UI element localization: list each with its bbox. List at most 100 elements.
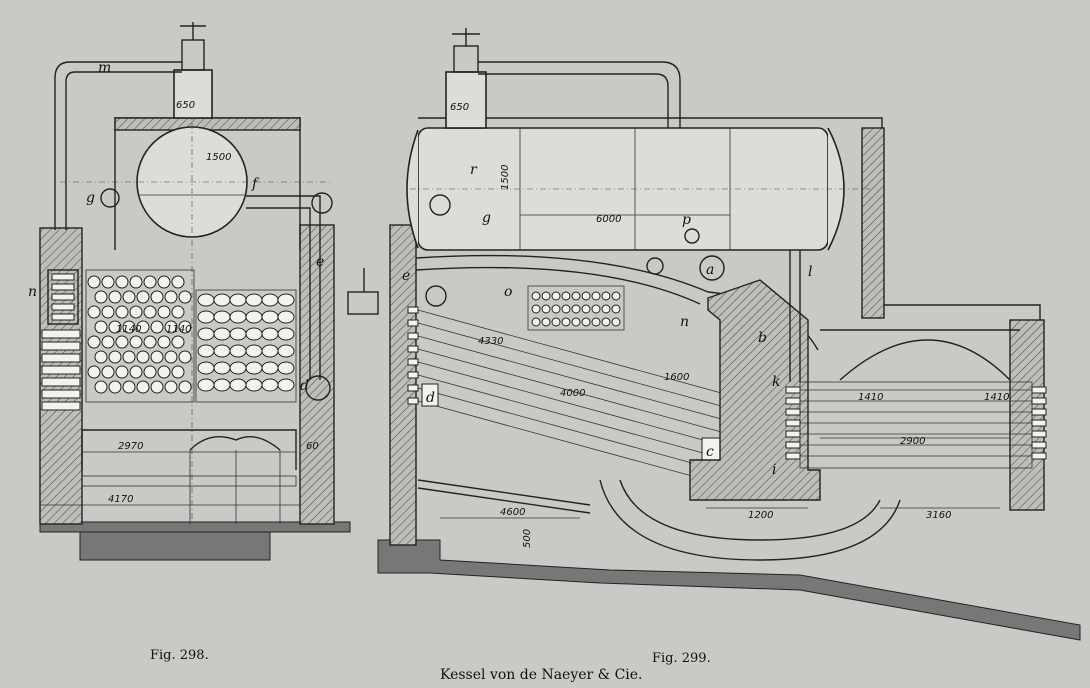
tube-section — [164, 320, 178, 334]
mud-drum-a — [699, 255, 725, 281]
sinuous-header-section — [213, 327, 231, 341]
rear-tube-cap-front — [785, 386, 801, 394]
label-e: e — [402, 268, 410, 284]
superheater-tube — [561, 304, 571, 314]
rear-tube-cap-front — [785, 452, 801, 460]
tube-section — [108, 380, 122, 394]
fig-298-end-view — [39, 22, 379, 561]
tube-end-caps — [51, 273, 75, 321]
label-n: n — [28, 284, 37, 300]
side-wall-plates — [41, 329, 81, 411]
dim-4170: 4170 — [108, 494, 133, 505]
superheater-tube — [541, 304, 551, 314]
pipe-elbow-f — [311, 192, 333, 214]
sinuous-header-section — [197, 293, 215, 307]
superheater-tubes — [531, 291, 621, 327]
tube-section — [136, 350, 150, 364]
superheater-tube — [561, 317, 571, 327]
tube-section — [101, 305, 115, 319]
sinuous-header-section — [229, 327, 247, 341]
fig-299-side-section — [377, 28, 1081, 641]
tube-section — [143, 275, 157, 289]
tube-section — [115, 305, 129, 319]
tube-section — [94, 350, 108, 364]
superheater-tube — [531, 291, 541, 301]
sinuous-header-section — [261, 293, 279, 307]
inclined-tube — [417, 400, 726, 486]
foundation — [79, 531, 271, 561]
tube-section — [115, 335, 129, 349]
superheater-tube — [581, 304, 591, 314]
superheater-tube — [551, 317, 561, 327]
header-n — [47, 269, 79, 325]
fig-299-labels: r g p e l a o n b d k c i 650 1500 6000 … — [402, 102, 1009, 548]
tube-section — [178, 320, 192, 334]
tube-section — [87, 275, 101, 289]
tube-section — [157, 335, 171, 349]
header-d-plate — [421, 383, 439, 407]
tube-section — [157, 365, 171, 379]
tube-cap-front — [407, 384, 419, 392]
tube-section — [164, 290, 178, 304]
inclined-tube — [417, 374, 726, 460]
sinuous-header-section — [229, 344, 247, 358]
side-plate — [41, 389, 81, 399]
tube-section — [129, 305, 143, 319]
left-brick-wall — [39, 227, 83, 525]
rear-tube-cap-front — [785, 441, 801, 449]
superheater-tube — [591, 317, 601, 327]
superheater-tube — [561, 291, 571, 301]
sinuous-header-section — [245, 293, 263, 307]
caption-fig-299: Fig. 299. — [652, 651, 711, 666]
connection-o — [646, 257, 664, 275]
tube-section — [136, 290, 150, 304]
sinuous-header-section — [197, 361, 215, 375]
sinuous-header-section — [245, 378, 263, 392]
rear-tube-bank — [785, 386, 1047, 460]
sinuous-header-section — [245, 344, 263, 358]
rear-tube-cap-front — [785, 430, 801, 438]
tube-cap-front — [407, 358, 419, 366]
sinuous-header-section — [197, 310, 215, 324]
superheater-tube — [591, 291, 601, 301]
tube-section — [94, 290, 108, 304]
rear-tube-cap-back — [1031, 430, 1047, 438]
tube-section — [171, 305, 185, 319]
superheater-tube — [571, 317, 581, 327]
casing-top — [114, 117, 301, 131]
dim-6000: 6000 — [596, 214, 621, 225]
tube-section — [171, 335, 185, 349]
sinuous-header-section — [229, 293, 247, 307]
grate-299 — [417, 479, 591, 506]
rear-tube-cap-back — [1031, 386, 1047, 394]
tube-section — [129, 365, 143, 379]
label-f: f — [251, 176, 260, 192]
caption-title: Kessel von de Naeyer & Cie. — [440, 667, 643, 683]
tube-section — [122, 290, 136, 304]
label-g: g — [86, 190, 95, 206]
tube-section — [171, 275, 185, 289]
label-g: g — [482, 210, 491, 226]
sinuous-header-section — [261, 344, 279, 358]
superheater-tube — [581, 291, 591, 301]
dim-1410-b: 1410 — [984, 392, 1009, 403]
superheater-tube — [531, 304, 541, 314]
rear-wall-upper — [861, 127, 885, 319]
stop-valve — [453, 45, 479, 73]
tube-section — [129, 275, 143, 289]
label-a: a — [706, 262, 714, 278]
label-l: l — [808, 264, 812, 280]
furnace-box — [81, 429, 297, 470]
tube-end-cap — [51, 283, 75, 291]
label-p: p — [682, 212, 691, 228]
rear-tube-cap-back — [1031, 452, 1047, 460]
label-k: k — [772, 374, 780, 390]
sinuous-header-section — [277, 310, 295, 324]
tube-cap-front — [407, 306, 419, 314]
dim-3160: 3160 — [926, 510, 951, 521]
side-plate — [41, 365, 81, 375]
label-c: c — [706, 444, 714, 460]
rear-tube-cap-back — [1031, 441, 1047, 449]
right-brick-wall — [299, 224, 335, 525]
tube-section — [122, 320, 136, 334]
